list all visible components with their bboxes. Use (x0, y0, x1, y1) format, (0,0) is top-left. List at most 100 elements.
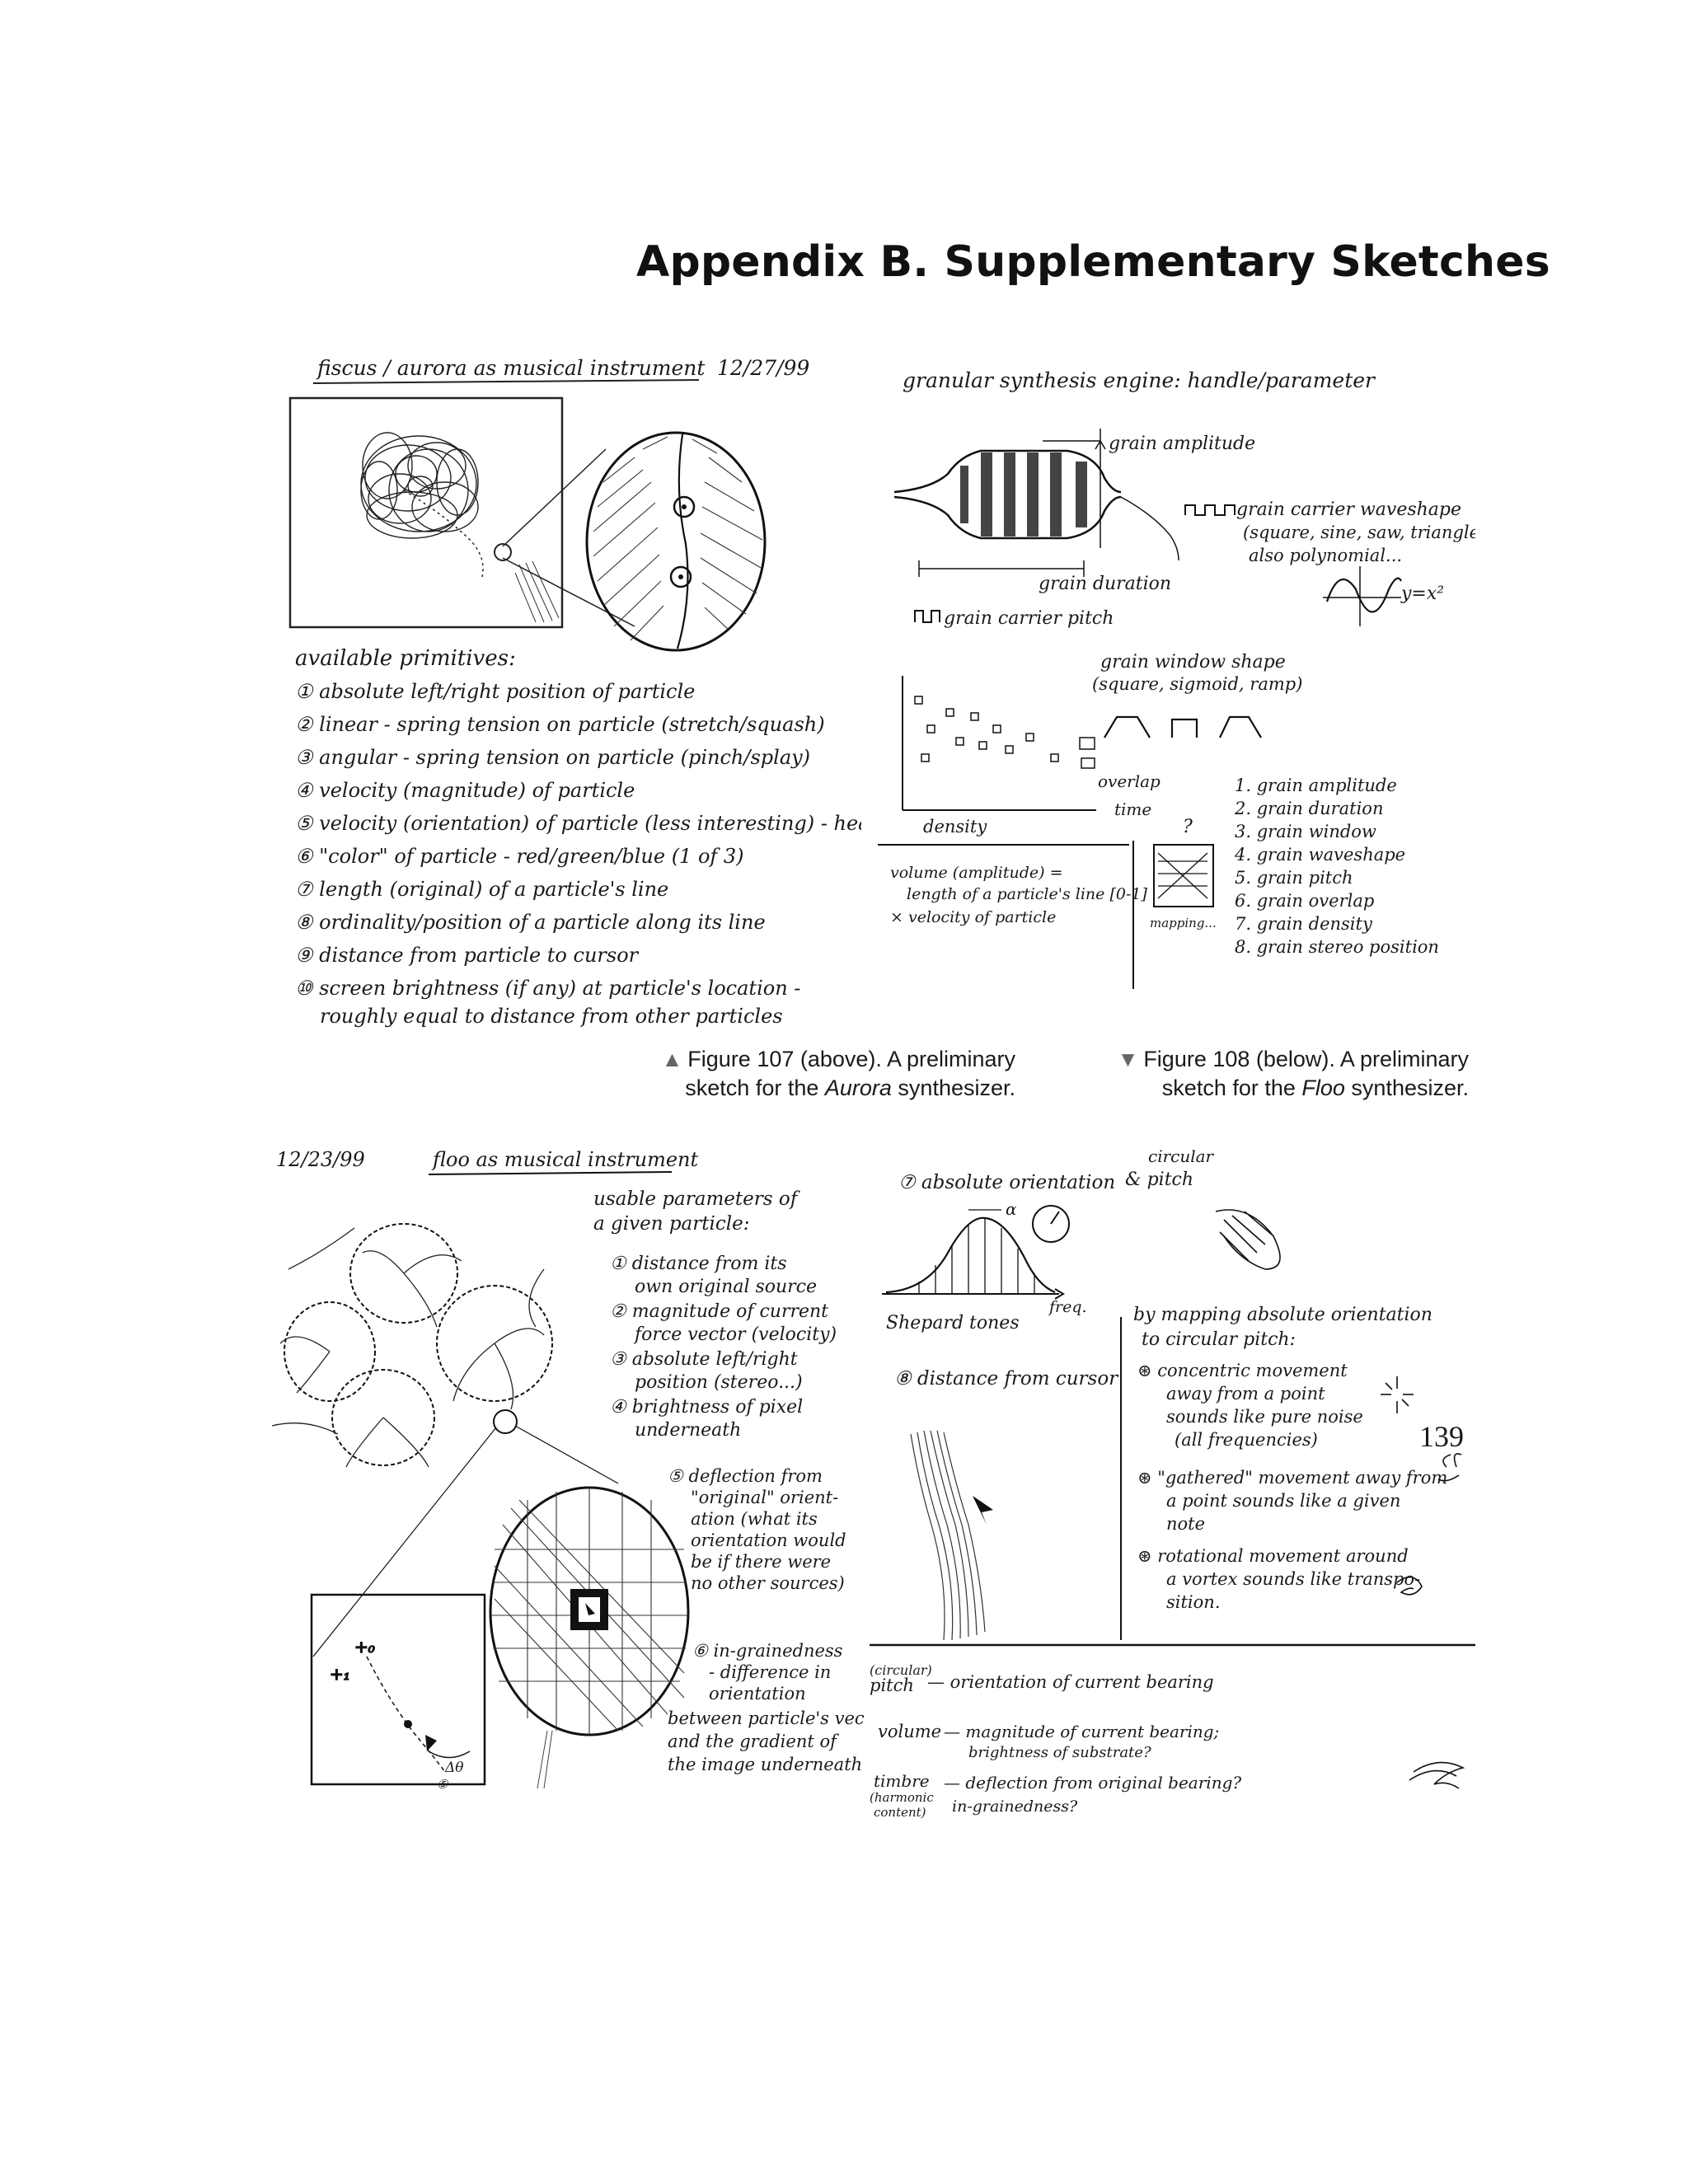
map-volume-value-2: brightness of substrate? (968, 1744, 1151, 1761)
grain-window-shape-2: (square, sigmoid, ramp) (1092, 674, 1302, 694)
floo-sketch: 12/23/99 floo as musical instrument usab… (272, 1137, 865, 1813)
floo-item-5b: "original" orient- (691, 1488, 838, 1507)
note-2: ⊛ "gathered" movement away from (1137, 1468, 1447, 1488)
map-pitch-value: — orientation of current bearing (927, 1672, 1214, 1692)
shepard-tones-label: Shepard tones (886, 1313, 1020, 1333)
note-2b: a point sounds like a given (1166, 1491, 1400, 1511)
floo-item-2b: force vector (velocity) (633, 1324, 837, 1345)
note-3b: a vortex sounds like transpo- (1166, 1569, 1420, 1589)
primitive-8: ⑧ ordinality/position of a particle alon… (295, 911, 766, 934)
primitive-5: ⑤ velocity (orientation) of particle (le… (295, 812, 861, 835)
freq-label: freq. (1048, 1298, 1087, 1316)
floo-item-1: ① distance from its (610, 1254, 787, 1274)
primitive-4: ④ velocity (magnitude) of particle (295, 779, 635, 802)
distance-from-cursor-label: ⑧ distance from cursor (894, 1368, 1119, 1390)
formula-label: y=x² (1400, 583, 1444, 604)
aurora-sketch-title: fiscus / aurora as musical instrument (316, 356, 706, 380)
primitive-6: ⑥ "color" of particle - red/green/blue (… (295, 845, 744, 868)
primitive-10-cont: roughly equal to distance from other par… (320, 1005, 783, 1028)
density-label: density (923, 817, 987, 837)
floo-item-6: ⑥ in-grainedness (692, 1641, 843, 1661)
param-8: 8. grain stereo position (1235, 937, 1439, 957)
floo-item-3: ③ absolute left/right (610, 1349, 798, 1370)
primitive-9: ⑨ distance from particle to cursor (295, 944, 640, 967)
floo-item-4b: underneath (635, 1420, 741, 1441)
granular-sketch: granular synthesis engine: handle/parame… (874, 350, 1475, 989)
mapping-text-2: to circular pitch: (1142, 1329, 1296, 1350)
primitive-2: ② linear - spring tension on particle (s… (295, 713, 825, 736)
grain-amplitude-label: grain amplitude (1109, 434, 1255, 454)
grain-carrier-waveshape-2: (square, sine, saw, triangle) (1243, 523, 1475, 542)
mapping-label: mapping... (1150, 916, 1217, 930)
param-7: 7. grain density (1235, 914, 1373, 934)
note-3: ⊛ rotational movement around (1137, 1546, 1409, 1566)
map-timbre: timbre (874, 1771, 930, 1791)
map-timbre-2: (harmonic (870, 1790, 934, 1805)
volume-mapping-1: volume (amplitude) = (890, 864, 1063, 882)
pitch-label: & pitch (1125, 1169, 1193, 1190)
floo-item-5d: orientation would (691, 1530, 846, 1550)
volume-mapping-3: × velocity of particle (890, 908, 1056, 926)
param-2: 2. grain duration (1234, 799, 1383, 818)
primitive-1: ① absolute left/right position of partic… (295, 680, 695, 703)
grain-carrier-pitch-label: grain carrier pitch (944, 608, 1114, 629)
plus-one-label: +₁ (330, 1664, 350, 1684)
floo-date: 12/23/99 (276, 1148, 365, 1171)
floo-item-6d: between particle's vector (668, 1708, 865, 1728)
note-1c: sounds like pure noise (1166, 1407, 1363, 1427)
map-volume-value-1: — magnitude of current bearing; (944, 1722, 1219, 1741)
floo-item-6e: and the gradient of (668, 1732, 839, 1751)
grain-carrier-waveshape-label: grain carrier waveshape (1236, 499, 1461, 520)
plus-zero-label: +₀ (354, 1637, 375, 1657)
circular-label: circular (1148, 1146, 1215, 1166)
caption-108-line-2-end: synthesizer. (1345, 1076, 1469, 1100)
triangle-down-icon: ▼ (1118, 1045, 1139, 1074)
note-2c: note (1166, 1514, 1205, 1534)
map-timbre-value-1: — deflection from original bearing? (944, 1773, 1241, 1793)
alpha-label: α (1006, 1199, 1017, 1219)
floo-item-5c: ation (what its (691, 1509, 818, 1529)
note-1b: away from a point (1166, 1384, 1325, 1404)
time-label: time (1114, 799, 1151, 819)
caption-figure-108: ▼Figure 108 (below). A preliminary sketc… (1040, 1045, 1469, 1103)
circle-five-label: ⑤ (437, 1777, 449, 1792)
question-mark: ? (1183, 817, 1193, 837)
delta-theta-label: Δθ (444, 1760, 464, 1776)
granular-title: granular synthesis engine: handle/parame… (903, 368, 1376, 392)
floo-title: floo as musical instrument (431, 1148, 698, 1171)
usable-params-2: a given particle: (593, 1213, 749, 1235)
grain-duration-label: grain duration (1039, 574, 1171, 594)
note-1d: (all frequencies) (1175, 1430, 1318, 1450)
page-number: 139 (1419, 1419, 1464, 1454)
appendix-heading: Appendix B. Supplementary Sketches (636, 237, 1461, 287)
map-timbre-value-2: in-grainedness? (952, 1797, 1078, 1816)
aurora-sketch-drawing: fiscus / aurora as musical instrument 12… (280, 342, 861, 1034)
caption-108-line-1: Figure 108 (below). A preliminary (1143, 1047, 1469, 1071)
note-3c: sition. (1166, 1592, 1221, 1612)
caption-108-line-2: sketch for the (1162, 1076, 1302, 1100)
caption-107-line-2-end: synthesizer. (892, 1076, 1015, 1100)
floo-item-3b: position (stereo...) (635, 1372, 803, 1393)
aurora-sketch-date: 12/27/99 (717, 356, 809, 380)
primitive-3: ③ angular - spring tension on particle (… (295, 746, 810, 769)
primitive-10: ⑩ screen brightness (if any) at particle… (295, 977, 800, 1000)
param-4: 4. grain waveshape (1234, 845, 1405, 865)
absolute-orientation-label: ⑦ absolute orientation (898, 1172, 1115, 1193)
param-6: 6. grain overlap (1235, 891, 1374, 911)
map-volume: volume (878, 1722, 941, 1741)
overlap-label: overlap (1098, 771, 1160, 791)
floo-item-6c: orientation (709, 1684, 806, 1704)
granular-sketch-drawing: granular synthesis engine: handle/parame… (874, 350, 1475, 989)
grain-window-shape-label: grain window shape (1100, 652, 1286, 673)
floo-item-1b: own original source (635, 1277, 817, 1297)
aurora-sketch: fiscus / aurora as musical instrument 12… (280, 342, 861, 1034)
param-3: 3. grain window (1235, 822, 1376, 841)
volume-mapping-2: length of a particle's line [0-1] (907, 885, 1147, 903)
note-1: ⊛ concentric movement (1137, 1361, 1348, 1380)
caption-107-line-1: Figure 107 (above). A preliminary (687, 1047, 1015, 1071)
param-1: 1. grain amplitude (1235, 776, 1397, 795)
floo-item-4: ④ brightness of pixel (610, 1397, 803, 1418)
floo-sketch-drawing: 12/23/99 floo as musical instrument usab… (272, 1137, 865, 1813)
map-timbre-3: content) (874, 1805, 926, 1820)
caption-108-emphasis: Floo (1301, 1076, 1345, 1100)
